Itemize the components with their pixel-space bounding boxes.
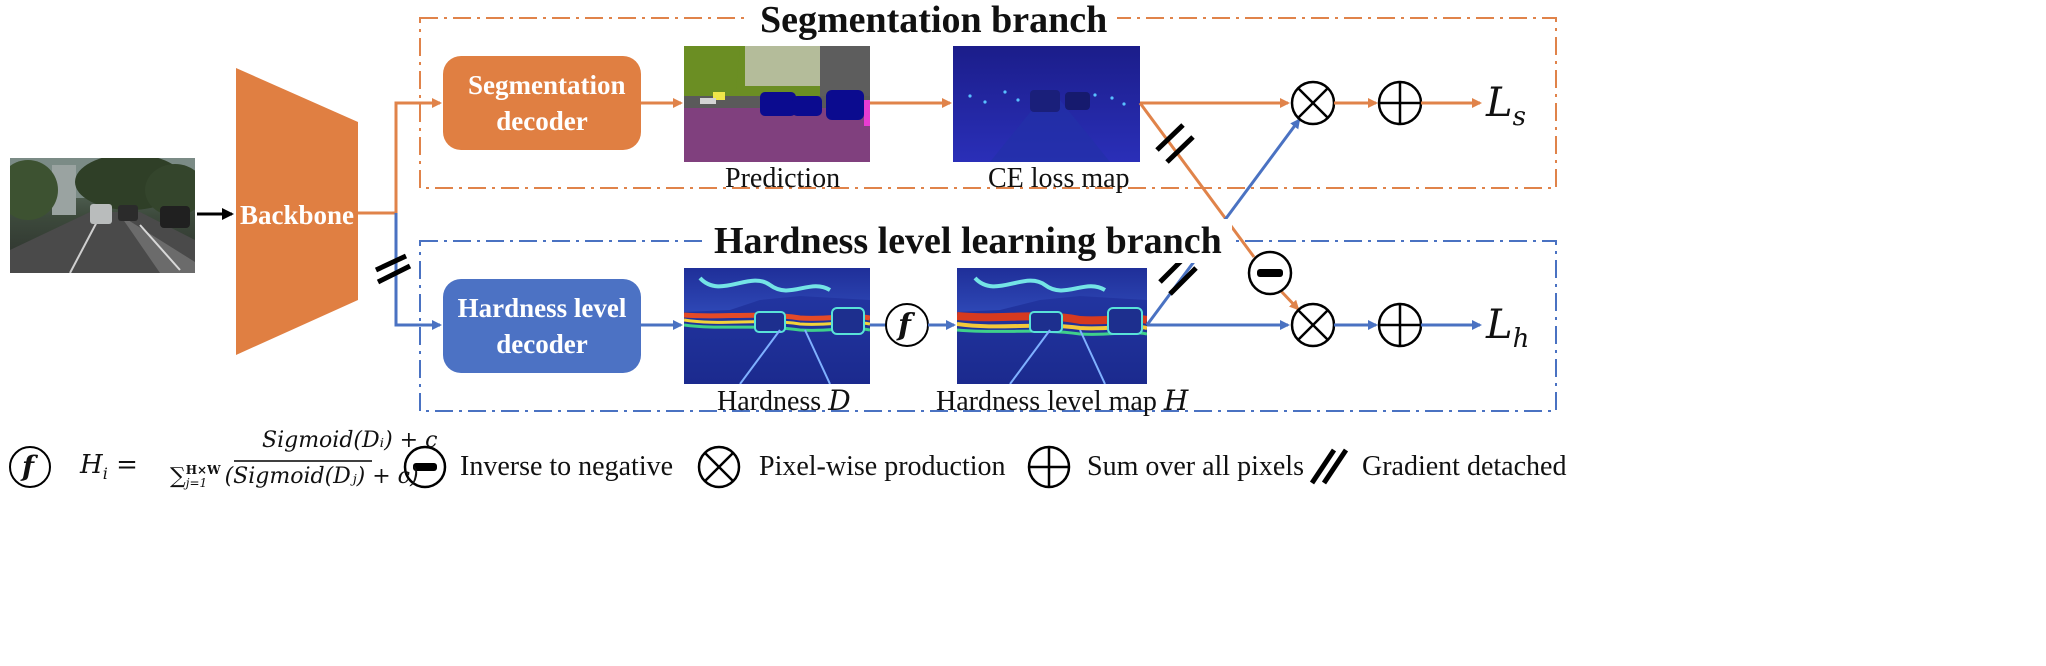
- top-product-node: [1290, 80, 1336, 126]
- hardness-loss-symbol: L: [1486, 302, 1513, 348]
- legend-inverse-icon: [403, 445, 447, 489]
- hardness-loss-subscript: h: [1512, 324, 1530, 354]
- segmentation-branch-title: Segmentation branch: [750, 0, 1118, 42]
- top-sum-node: [1377, 80, 1423, 126]
- formula-lhs-symbol: H: [80, 450, 103, 480]
- hardness-level-map-caption-text: Hardness level map: [936, 386, 1157, 417]
- hardness-loss-label: Lh: [1486, 302, 1529, 354]
- segmentation-loss-symbol: L: [1486, 80, 1513, 126]
- segmentation-decoder-label: Segmentation decoder: [468, 70, 626, 136]
- input-image: [10, 158, 195, 273]
- gradient-detached-mark-ce: [1155, 123, 1195, 164]
- legend-product-label: Pixel-wise production: [759, 451, 1006, 482]
- legend-sum-label: Sum over all pixels: [1087, 451, 1304, 482]
- formula-denominator-body: (Sigmoid(Dⱼ) + c): [224, 464, 419, 489]
- hardness-decoder-box: [443, 279, 641, 373]
- segmentation-loss-subscript: s: [1512, 102, 1526, 132]
- hardness-symbol: D: [828, 384, 851, 417]
- backbone-to-seg-arrow: [358, 98, 442, 215]
- bottom-product-node: [1290, 302, 1336, 348]
- formula-sum-lower: j=1: [185, 476, 208, 490]
- legend-inverse-label: Inverse to negative: [460, 451, 674, 482]
- legend-sum-icon: [1027, 445, 1071, 489]
- formula-lhs: Hi =: [80, 450, 138, 484]
- hardness-branch-title: Hardness level learning branch: [704, 219, 1232, 263]
- formula-lhs-subscript: i: [102, 464, 108, 484]
- formula-sum-symbol: ∑: [170, 464, 186, 489]
- segmentation-decoder-box: [443, 56, 641, 150]
- backbone-to-hard-arrow: [394, 213, 442, 330]
- legend-f-symbol: f: [22, 450, 35, 483]
- hardness-caption-text: Hardness: [717, 386, 822, 417]
- f-function-symbol: f: [898, 308, 911, 343]
- prediction-image: [684, 46, 870, 162]
- legend-f-icon: [9, 446, 51, 488]
- hardness-level-map-symbol: H: [1163, 384, 1189, 417]
- hardness-decoder-label: Hardness level decoder: [457, 293, 627, 359]
- backbone-shape: [236, 68, 358, 355]
- segmentation-loss-label: Ls: [1486, 80, 1526, 132]
- legend-detached-icon: [1309, 448, 1349, 485]
- formula-sum-upper: H×W: [185, 463, 221, 477]
- ce-loss-map-caption: CE loss map: [988, 163, 1130, 194]
- prediction-caption: Prediction: [725, 163, 841, 194]
- legend-detached-label: Gradient detached: [1362, 451, 1567, 482]
- gradient-detached-mark-backbone: [374, 253, 412, 285]
- ce-loss-map-image: [953, 46, 1140, 162]
- bottom-sum-node: [1377, 302, 1423, 348]
- hardness-level-map-caption: Hardness level map H: [936, 385, 1188, 418]
- hardness-level-map-image: [957, 268, 1147, 384]
- backbone-label: Backbone: [239, 200, 355, 230]
- legend-product-icon: [697, 445, 741, 489]
- hardness-caption: Hardness D: [717, 385, 851, 418]
- hardness-image: [684, 268, 870, 384]
- formula-numerator: Sigmoid(Dᵢ) + c: [262, 428, 438, 453]
